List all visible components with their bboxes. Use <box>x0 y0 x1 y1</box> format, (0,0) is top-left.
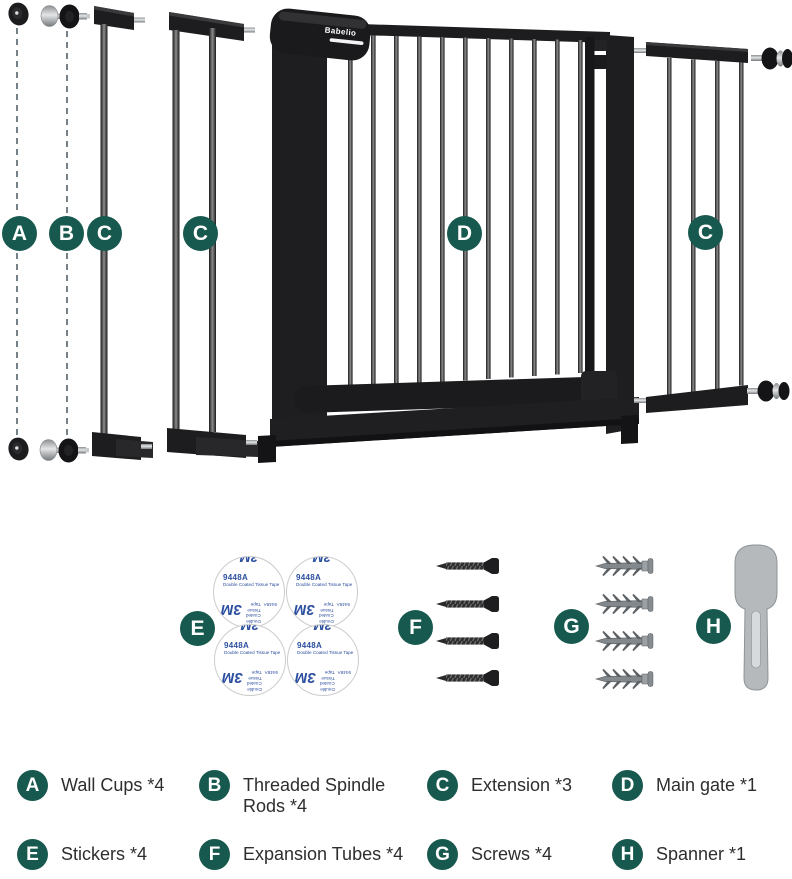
gate-brand-text: Babelio <box>324 25 356 37</box>
legend-label-spindle-rods: Threaded Spindle Rods *4 <box>243 775 386 816</box>
legend-badge-h: H <box>612 839 643 870</box>
wall-cup-bottom <box>8 437 29 461</box>
part-badge-b: B <box>49 216 84 251</box>
guide-dashed-lines <box>16 28 68 435</box>
legend-label-main-gate: Main gate *1 <box>656 775 758 795</box>
gate-bars <box>348 35 583 387</box>
screw <box>436 670 499 686</box>
legend-label-screws: Screws *4 <box>471 844 553 864</box>
legend-item-extension: C Extension *3 <box>427 770 572 801</box>
legend-badge-d: D <box>612 770 643 801</box>
legend-badge-e: E <box>17 839 48 870</box>
part-badge-d: D <box>447 216 482 251</box>
legend-item-stickers: E Stickers *4 <box>17 839 147 870</box>
expansion-tube <box>594 555 654 577</box>
screw <box>436 633 499 649</box>
expansion-tube <box>594 593 654 615</box>
sticker-disc: 3M 9448A Double Coated Tissue Tape 9448A… <box>287 624 359 696</box>
legend-badge-b: B <box>199 770 230 801</box>
part-badge-c3: C <box>688 215 723 250</box>
expansion-tube <box>594 668 654 690</box>
legend-label-wall-cups: Wall Cups *4 <box>61 775 165 795</box>
legend-item-wall-cups: A Wall Cups *4 <box>17 770 164 801</box>
sticker-model-rotated: 9448A <box>263 602 277 608</box>
legend-badge-g: G <box>427 839 458 870</box>
sticker-disc: 3M 9448A Double Coated Tissue Tape 9448A… <box>286 556 358 628</box>
screw <box>436 596 499 612</box>
part-badge-e: E <box>180 611 215 646</box>
main-gate: Babelio <box>258 8 639 463</box>
sticker-disc: 3M 9448A Double Coated Tissue Tape 9448A… <box>214 624 286 696</box>
legend-label-spanner: Spanner *1 <box>656 844 747 864</box>
legend-item-expansion-tubes: F Expansion Tubes *4 <box>199 839 403 870</box>
legend-item-spindle-rods: B Threaded Spindle Rods *4 <box>199 770 408 817</box>
expansion-tubes-group <box>594 555 654 690</box>
spindle-rod-top <box>40 4 90 29</box>
spanner <box>734 544 778 691</box>
sticker-brand-top: 3M <box>239 556 259 565</box>
sticker-brand-rotated: 3M <box>221 601 242 618</box>
sticker-desc-rotated: Double Coated Tissue Tape <box>245 602 261 625</box>
part-badge-f: F <box>398 610 433 645</box>
legend-item-spanner: H Spanner *1 <box>612 839 746 870</box>
legend-badge-a: A <box>17 770 48 801</box>
legend-item-screws: G Screws *4 <box>427 839 552 870</box>
legend-badge-f: F <box>199 839 230 870</box>
gate-handle: Babelio <box>269 8 371 61</box>
spindle-rod-bottom <box>39 438 89 463</box>
screws-group <box>436 558 499 686</box>
sticker-desc: Double Coated Tissue Tape <box>223 582 280 587</box>
screw <box>436 558 499 574</box>
sticker-model: 9448A <box>223 573 249 582</box>
legend-label-stickers: Stickers *4 <box>61 844 148 864</box>
legend-label-extension: Extension *3 <box>471 775 573 795</box>
legend-badge-c: C <box>427 770 458 801</box>
part-badge-c1: C <box>87 216 122 251</box>
part-badge-g: G <box>554 609 589 644</box>
spindle-assembly-top-right <box>751 47 792 70</box>
sticker-disc: 3M 9448A Double Coated Tissue Tape 9448A… <box>213 556 285 628</box>
legend-label-expansion-tubes: Expansion Tubes *4 <box>243 844 404 864</box>
spindle-assembly-bottom-right <box>747 380 790 402</box>
legend-item-main-gate: D Main gate *1 <box>612 770 757 801</box>
exploded-parts-illustration: Babelio <box>8 2 792 691</box>
part-badge-h: H <box>696 609 731 644</box>
expansion-tube <box>594 630 654 652</box>
part-badge-c2: C <box>183 216 218 251</box>
part-badge-a: A <box>2 216 37 251</box>
wall-cup-top <box>8 2 29 26</box>
